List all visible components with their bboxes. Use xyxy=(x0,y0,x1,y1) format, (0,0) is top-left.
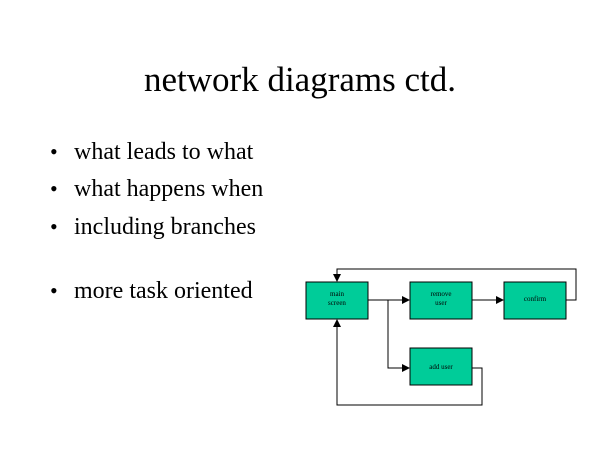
bullet-icon: • xyxy=(50,278,58,303)
node-remove-user xyxy=(409,281,473,320)
arrow-main-to-add xyxy=(387,300,410,372)
bullet-item: • what leads to what xyxy=(50,137,253,167)
node-main-screen xyxy=(305,281,369,320)
bullet-item: • what happens when xyxy=(50,174,263,204)
bullet-text: what leads to what xyxy=(74,139,254,165)
bullet-icon: • xyxy=(50,139,58,164)
slide-title: network diagrams ctd. xyxy=(144,60,456,99)
bullet-item: • more task oriented xyxy=(50,276,253,306)
node-label: main xyxy=(330,290,344,298)
node-add-user xyxy=(409,347,473,386)
node-label: user xyxy=(435,299,447,307)
bullet-text: more task oriented xyxy=(74,278,253,304)
bullet-text: what happens when xyxy=(74,176,264,202)
bullet-icon: • xyxy=(50,214,58,239)
node-label: confirm xyxy=(524,295,547,303)
bullet-icon: • xyxy=(50,176,58,201)
arrow-confirm-to-main xyxy=(333,268,577,301)
bullet-text: including branches xyxy=(74,214,256,240)
node-label: screen xyxy=(328,299,346,307)
arrow-add-to-main xyxy=(333,319,483,406)
node-label: remove xyxy=(431,290,452,298)
node-confirm xyxy=(503,281,567,320)
bullet-item: • including branches xyxy=(50,212,256,242)
node-label: add user xyxy=(429,363,453,371)
